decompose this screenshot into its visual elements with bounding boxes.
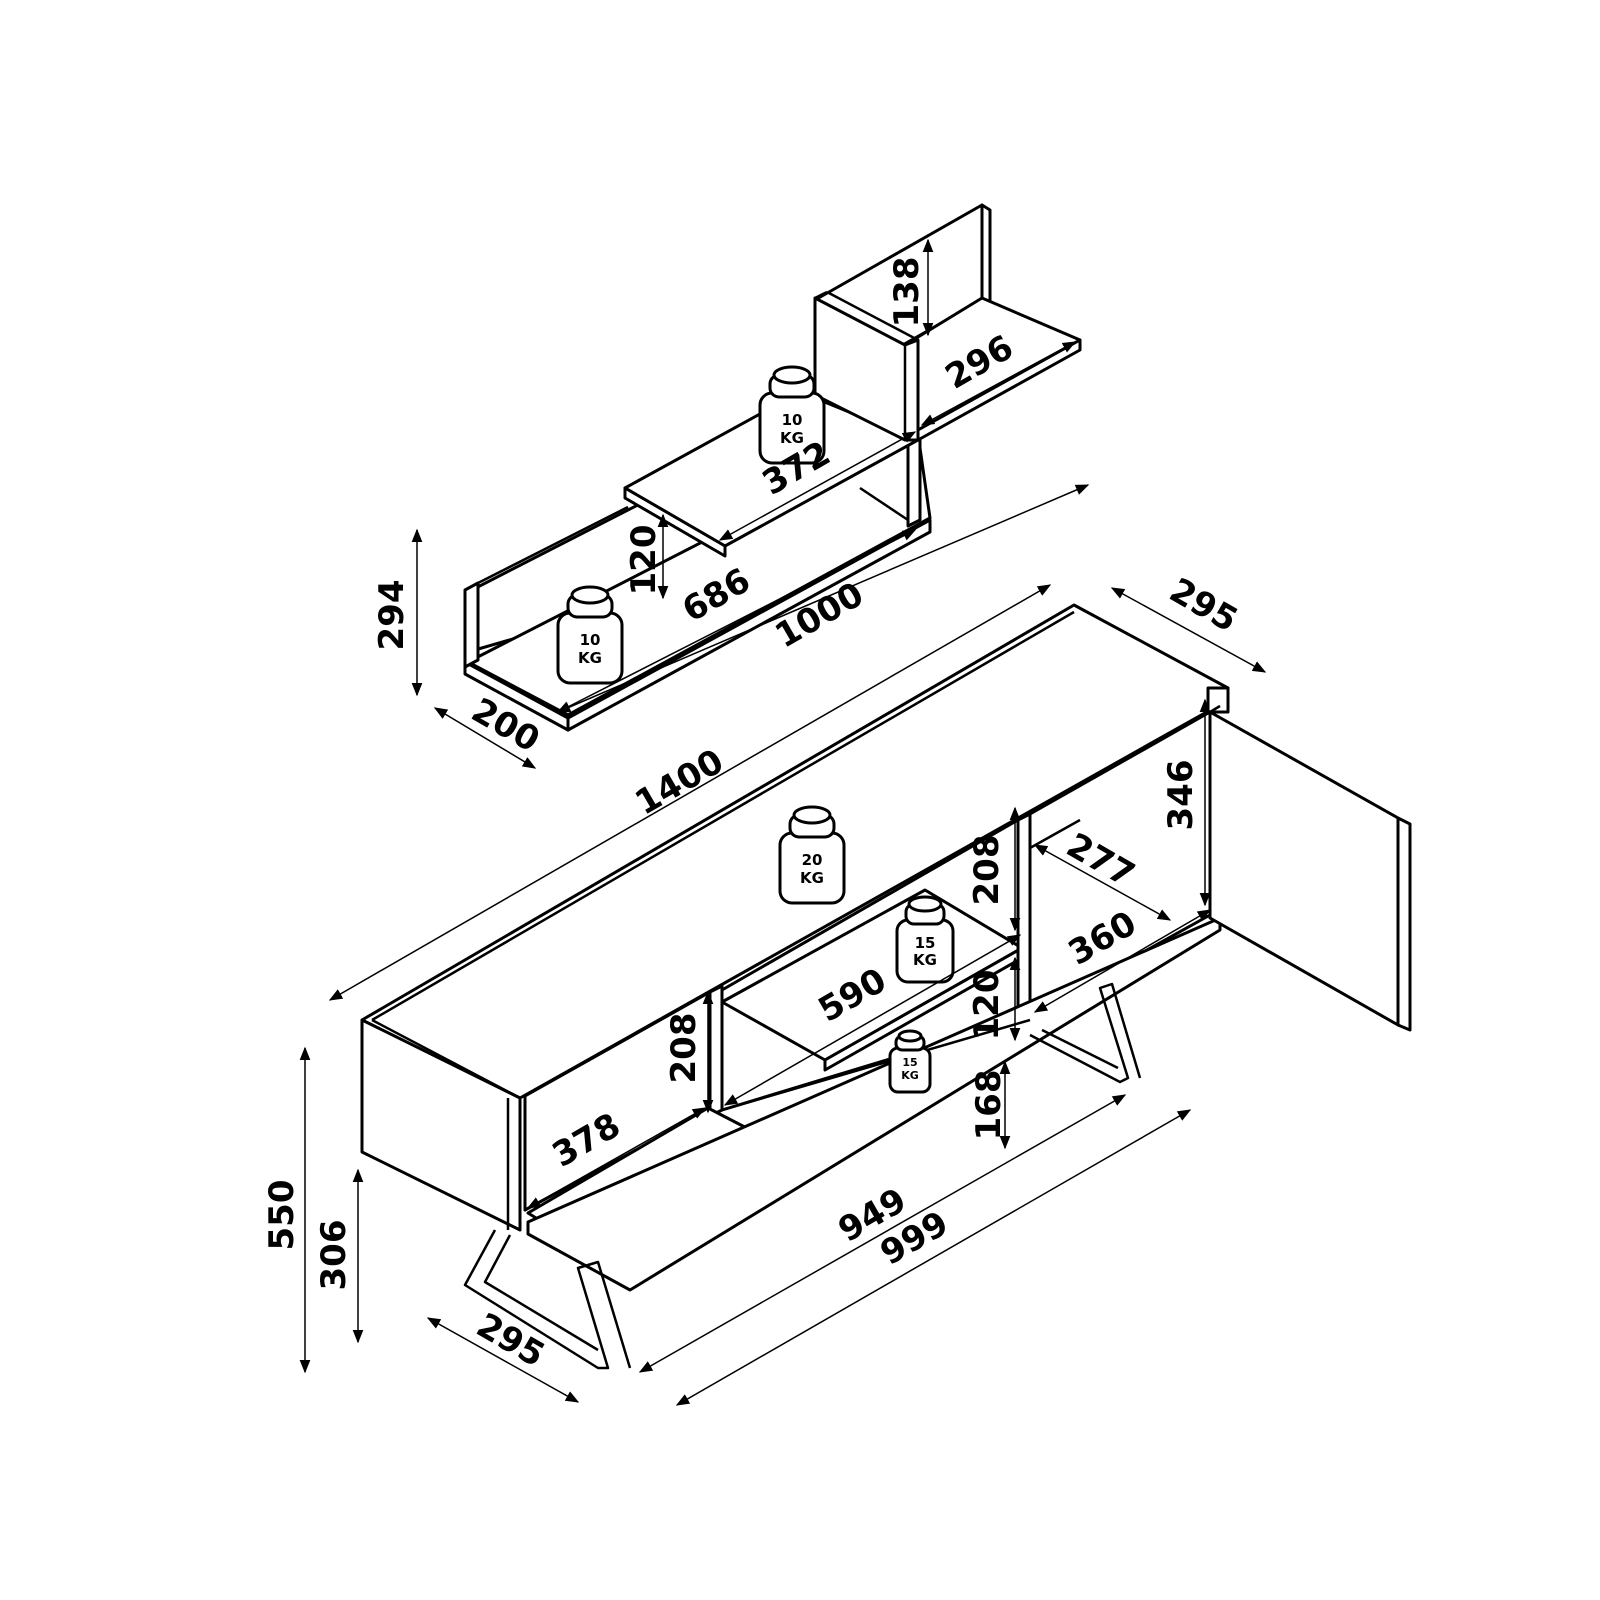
weight-20kg: 20 KG bbox=[778, 805, 846, 905]
dim-tv-gap-lower: 120 bbox=[967, 970, 1007, 1041]
wall-shelf-top-back-side bbox=[980, 203, 992, 304]
tv-unit-door-edge bbox=[1396, 816, 1412, 1032]
dim-tv-body-height: 306 bbox=[314, 1220, 354, 1291]
tv-unit-divider-1 bbox=[708, 984, 724, 1118]
weight-15kg-lower: 15 KG bbox=[888, 1029, 932, 1094]
weight-unit: KG bbox=[913, 951, 937, 969]
dim-wall-top-gap: 138 bbox=[887, 257, 927, 328]
weight-value: 20 bbox=[802, 851, 823, 869]
dim-tv-left-height: 208 bbox=[664, 1013, 704, 1084]
dimension-lines bbox=[299, 238, 1267, 1406]
dim-wall-height: 294 bbox=[372, 580, 412, 651]
weight-value: 10 bbox=[580, 631, 601, 649]
tv-unit-door bbox=[1208, 710, 1400, 1027]
weight-15kg-upper: 15 KG bbox=[895, 895, 955, 984]
dim-tv-door-height: 346 bbox=[1161, 760, 1201, 831]
dim-tv-depth-back: 295 bbox=[1163, 570, 1244, 640]
weight-unit: KG bbox=[578, 649, 602, 667]
dim-tv-leg-clearance: 168 bbox=[969, 1070, 1009, 1141]
tv-unit-leg-left bbox=[463, 1229, 632, 1370]
dim-tv-total-height: 550 bbox=[262, 1180, 302, 1251]
weight-value: 15 bbox=[902, 1056, 917, 1069]
weight-unit: KG bbox=[800, 869, 824, 887]
weight-unit: KG bbox=[901, 1069, 919, 1082]
weight-value: 10 bbox=[782, 411, 803, 429]
wall-shelf-lower-divider bbox=[906, 432, 922, 528]
dim-wall-lower-gap: 120 bbox=[624, 525, 664, 596]
weight-value: 15 bbox=[915, 934, 936, 952]
weight-10kg-bottom: 10 KG bbox=[556, 585, 624, 685]
tv-unit-divider-2 bbox=[1016, 812, 1032, 1022]
wall-shelf-left-end bbox=[463, 581, 480, 669]
tv-unit-left-side bbox=[360, 1018, 522, 1232]
dim-tv-upper-height: 208 bbox=[967, 835, 1007, 906]
dim-tv-width: 1400 bbox=[629, 741, 731, 823]
